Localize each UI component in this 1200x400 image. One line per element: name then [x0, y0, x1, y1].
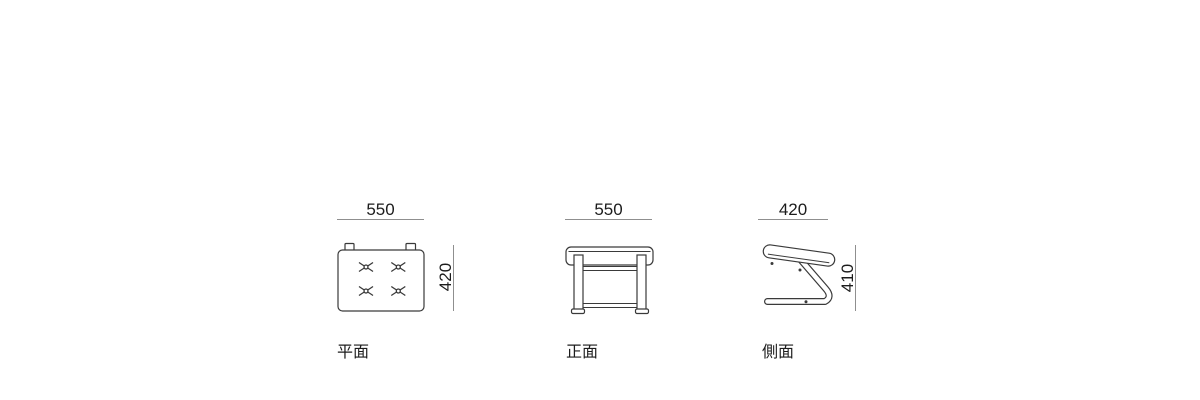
front-width-dimension: 550 [594, 200, 623, 219]
tuft-mark-icon [358, 261, 374, 273]
plan-depth-dimension: 420 [436, 262, 455, 292]
plan-width-dimension-line [337, 219, 424, 220]
side-cushion [762, 244, 836, 267]
plan-view-drawing [337, 242, 425, 312]
side-screw-dots [770, 262, 808, 304]
tuft-mark-icon [390, 261, 406, 273]
tuft-mark-icon [390, 285, 406, 297]
side-view-drawing [762, 244, 836, 305]
front-foot-left [570, 308, 586, 315]
front-leg-left [573, 254, 584, 313]
front-view-drawing [565, 246, 654, 315]
side-height-dimension-line [855, 245, 856, 311]
plan-depth-dimension-line [453, 245, 454, 311]
front-width-dimension-line [565, 219, 652, 220]
plan-view-label: 平面 [337, 344, 370, 361]
side-depth-dimension: 420 [778, 200, 808, 219]
plan-width-dimension: 550 [366, 200, 395, 219]
plan-seat-outline [337, 249, 425, 312]
tuft-mark-icon [358, 285, 374, 297]
side-height-dimension: 410 [838, 263, 857, 293]
front-rails [583, 266, 637, 308]
side-depth-dimension-line [758, 219, 828, 220]
front-leg-right [636, 254, 647, 313]
front-view-label: 正面 [566, 344, 599, 361]
side-view-label: 側面 [762, 344, 795, 361]
front-foot-right [634, 308, 650, 315]
side-cantilever-tube [764, 255, 833, 305]
plan-button-tufts [358, 261, 406, 297]
